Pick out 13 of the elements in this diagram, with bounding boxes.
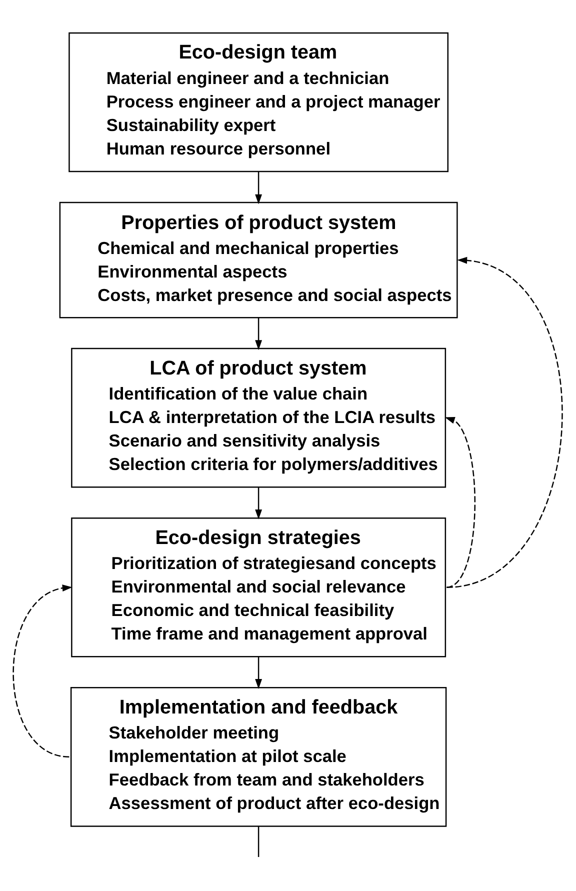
node-box: Properties of product system Chemical and mechanical properties Environmental aspects Costs, market presence and social aspects xyxy=(59,202,458,318)
arrow xyxy=(255,657,262,689)
arrow xyxy=(444,417,476,588)
connector xyxy=(258,826,260,857)
arrow xyxy=(446,256,562,588)
node-box: Eco-design team Material engineer and a technician Process engineer and a project manager Sustainability expert Human resource personnel xyxy=(68,32,449,172)
node-box: Eco-design strategies Prioritization of strategiesand concepts Environmental and social relevance Economic and technical feasibility Time frame and management approval xyxy=(71,517,446,658)
arrow xyxy=(12,584,72,758)
arrow xyxy=(255,318,262,350)
arrow xyxy=(255,488,262,520)
node-box: Implementation and feedback Stakeholder meeting Implementation at pilot scale Feedback from team and stakeholders Assessment of product after eco-design xyxy=(70,687,447,827)
arrow xyxy=(255,172,262,204)
node-box: LCA of product system Identification of the value chain LCA & interpretation of the LCIA results Scenario and sensitivity analysis Selection criteria for polymers/additives xyxy=(71,348,446,488)
